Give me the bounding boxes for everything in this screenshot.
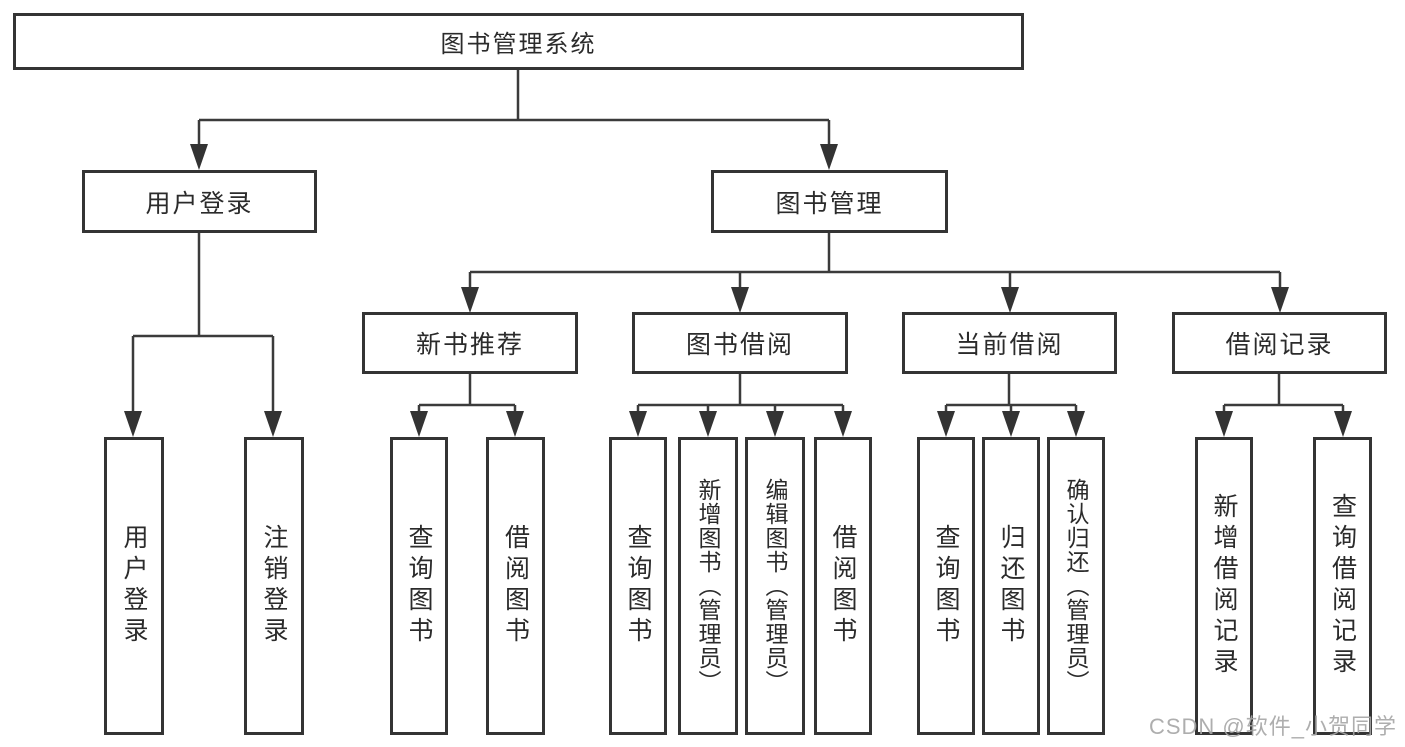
node-label: 新书推荐 bbox=[415, 331, 524, 359]
node-label: 新增图书（管理员） bbox=[695, 478, 721, 694]
leaf-add-book-admin: 新增图书（管理员） bbox=[678, 437, 738, 735]
leaf-query-books-borrow: 查询图书 bbox=[609, 437, 667, 735]
node-label: 确认归还（管理员） bbox=[1063, 478, 1089, 694]
node-label: 编辑图书（管理员） bbox=[762, 478, 788, 694]
leaf-logout: 注销登录 bbox=[244, 437, 304, 735]
node-book-management: 图书管理 bbox=[711, 170, 948, 233]
node-label: 归还图书 bbox=[997, 524, 1025, 648]
node-label: 查询图书 bbox=[405, 524, 433, 648]
node-user-login: 用户登录 bbox=[82, 170, 317, 233]
leaf-user-login: 用户登录 bbox=[104, 437, 164, 735]
leaf-return-books: 归还图书 bbox=[982, 437, 1040, 735]
leaf-borrow-books: 借阅图书 bbox=[814, 437, 872, 735]
leaf-query-books-current: 查询图书 bbox=[917, 437, 975, 735]
node-book-borrow: 图书借阅 bbox=[632, 312, 848, 374]
leaf-query-borrow-record: 查询借阅记录 bbox=[1313, 437, 1372, 735]
node-current-borrow: 当前借阅 bbox=[902, 312, 1117, 374]
node-label: 新增借阅记录 bbox=[1210, 493, 1238, 679]
node-label: 借阅图书 bbox=[829, 524, 857, 648]
node-label: 查询图书 bbox=[624, 524, 652, 648]
node-label: 用户登录 bbox=[120, 524, 148, 648]
leaf-query-books-recommend: 查询图书 bbox=[390, 437, 448, 735]
node-label: 注销登录 bbox=[260, 524, 288, 648]
leaf-confirm-return-admin: 确认归还（管理员） bbox=[1047, 437, 1105, 735]
node-label: 图书管理系统 bbox=[440, 31, 597, 58]
node-label: 当前借阅 bbox=[955, 331, 1064, 359]
node-book-system-root: 图书管理系统 bbox=[13, 13, 1024, 70]
node-label: 图书借阅 bbox=[685, 331, 794, 359]
leaf-add-borrow-record: 新增借阅记录 bbox=[1195, 437, 1253, 735]
node-label: 借阅图书 bbox=[501, 524, 530, 648]
node-label: 图书管理 bbox=[775, 189, 884, 218]
csdn-watermark: CSDN @软件_小贺同学 bbox=[1148, 714, 1397, 739]
node-label: 查询图书 bbox=[932, 524, 960, 648]
node-new-book-recommend: 新书推荐 bbox=[362, 312, 578, 374]
node-label: 借阅记录 bbox=[1225, 331, 1334, 359]
leaf-edit-book-admin: 编辑图书（管理员） bbox=[745, 437, 805, 735]
node-borrow-records: 借阅记录 bbox=[1172, 312, 1387, 374]
node-label: 查询借阅记录 bbox=[1328, 493, 1357, 679]
node-label: 用户登录 bbox=[145, 189, 254, 218]
leaf-borrow-books-recommend: 借阅图书 bbox=[486, 437, 545, 735]
